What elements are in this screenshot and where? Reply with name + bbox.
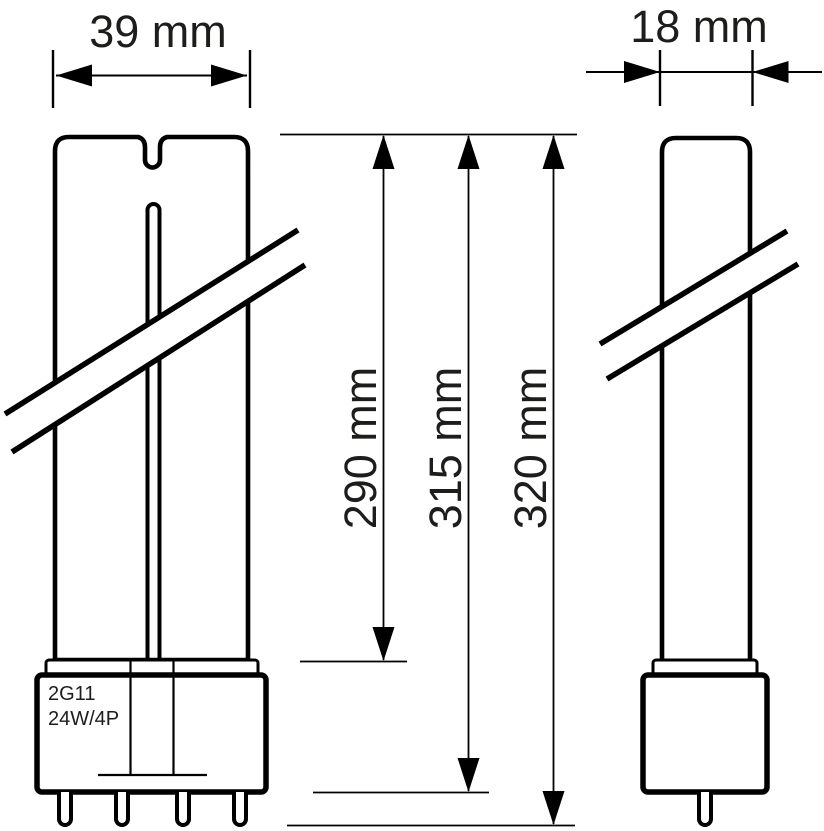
- side-break-line-lower: [605, 261, 800, 382]
- front-view: 2G11 24W/4P: [3, 134, 307, 827]
- side-width-label: 18 mm: [630, 1, 768, 52]
- dim315-arrow-down: [457, 758, 480, 792]
- base-length-label: 315 mm: [420, 367, 471, 530]
- side-tube-outline: [659, 135, 753, 660]
- front-tube-outline: [52, 134, 251, 663]
- front-pin-3: [175, 792, 191, 827]
- front-break-line-lower: [10, 262, 307, 455]
- side-base-body: [640, 672, 770, 795]
- front-break-band: [5, 230, 305, 452]
- side-pin: [697, 792, 713, 827]
- dim39-arrow-right: [211, 64, 247, 87]
- front-pin-1: [57, 792, 73, 827]
- dim290-arrow-down: [372, 627, 395, 661]
- dimension-lengths: 290 mm 315 mm 320 mm: [280, 133, 577, 827]
- front-socket-label: 2G11: [48, 683, 95, 705]
- dimension-side-width: 18 mm: [586, 1, 822, 106]
- front-break-line-upper: [3, 227, 300, 417]
- dim18-arrow-left: [624, 61, 660, 83]
- dim315-arrow-up: [457, 135, 480, 169]
- front-tube-slot: [145, 202, 162, 659]
- front-pin-2: [114, 792, 130, 827]
- front-base-body: [34, 672, 269, 795]
- front-power-label: 24W/4P: [48, 708, 119, 730]
- dim320-arrow-down: [542, 791, 565, 825]
- side-break-line-upper: [598, 228, 789, 347]
- side-break-band: [600, 231, 798, 379]
- dimension-front-width: 39 mm: [51, 6, 252, 108]
- dim290-arrow-up: [372, 135, 395, 169]
- front-pin-4: [232, 792, 248, 827]
- tube-length-label: 290 mm: [335, 367, 386, 530]
- overall-length-label: 320 mm: [505, 367, 556, 530]
- dim18-arrow-right: [752, 61, 789, 83]
- side-view: [598, 135, 800, 827]
- dim320-arrow-up: [542, 135, 565, 169]
- front-width-label: 39 mm: [89, 6, 227, 57]
- dim39-arrow-left: [56, 64, 92, 87]
